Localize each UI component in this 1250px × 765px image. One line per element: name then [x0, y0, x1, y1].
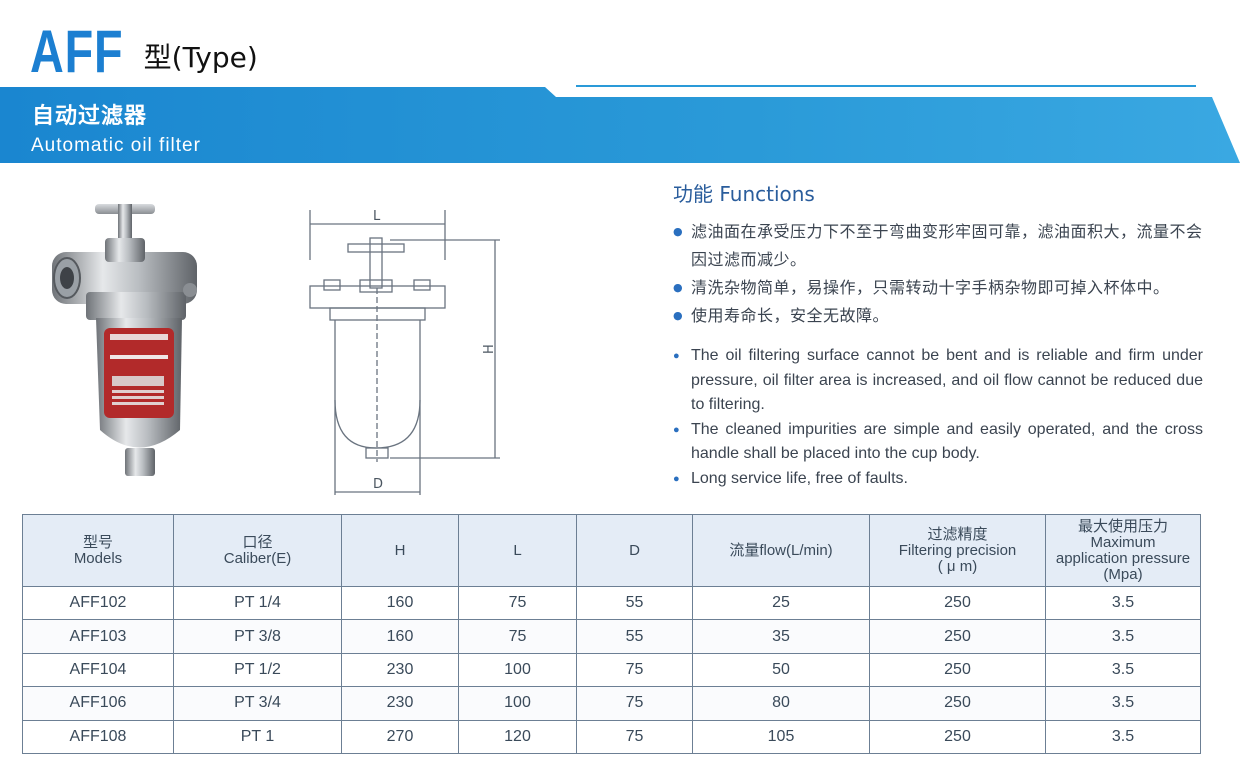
table-row: AFF102 PT 1/4 160 75 55 25 250 3.5: [22, 585, 1201, 621]
cell-d: 55: [576, 619, 693, 654]
cell-flow: 25: [692, 585, 870, 621]
table-row: AFF104 PT 1/2 230 100 75 50 250 3.5: [22, 652, 1201, 688]
header-precision: 过滤精度 Filtering precision ( μ m): [869, 514, 1046, 587]
cell-precision: 250: [869, 652, 1046, 688]
cell-d: 75: [576, 686, 693, 721]
dim-label-H: H: [482, 344, 497, 354]
cell-l: 100: [458, 652, 577, 688]
cell-model: AFF108: [22, 719, 174, 754]
dimension-drawing: L H D: [309, 209, 500, 495]
type-label: 型(Type): [143, 41, 258, 74]
table-row: AFF103 PT 3/8 160 75 55 35 250 3.5: [22, 619, 1201, 654]
cell-d: 75: [576, 719, 693, 754]
header-h: H: [341, 514, 459, 587]
spec-table: 型号 Models 口径 Caliber(E) H L D 流量flow(L/m…: [22, 514, 1201, 754]
product-photo: [52, 204, 197, 476]
cell-caliber: PT 3/8: [173, 619, 342, 654]
header-d: D: [576, 514, 693, 587]
function-item-en-3: Long service life, free of faults.: [673, 467, 1203, 492]
cell-flow: 50: [692, 652, 870, 688]
cell-l: 100: [458, 686, 577, 721]
cell-h: 230: [341, 652, 459, 688]
cell-l: 120: [458, 719, 577, 754]
cell-d: 75: [576, 652, 693, 688]
cell-model: AFF102: [22, 585, 174, 621]
cell-caliber: PT 3/4: [173, 686, 342, 721]
header-pressure: 最大使用压力 Maximum application pressure (Mpa…: [1045, 514, 1201, 587]
function-item-en-2: The cleaned impurities are simple and ea…: [673, 418, 1203, 467]
dim-label-L: L: [373, 209, 381, 224]
cell-model: AFF104: [22, 652, 174, 688]
cell-precision: 250: [869, 585, 1046, 621]
header-flow: 流量flow(L/min): [692, 514, 870, 587]
cell-caliber: PT 1: [173, 719, 342, 754]
cell-flow: 105: [692, 719, 870, 754]
header-rule: [576, 85, 1196, 87]
cell-caliber: PT 1/2: [173, 652, 342, 688]
table-header-row: 型号 Models 口径 Caliber(E) H L D 流量flow(L/m…: [22, 514, 1201, 587]
cell-model: AFF106: [22, 686, 174, 721]
function-item-cn-1: 滤油面在承受压力下不至于弯曲变形牢固可靠，滤油面积大，流量不会因过滤而减少。: [673, 218, 1203, 274]
cell-precision: 250: [869, 686, 1046, 721]
function-item-cn-2: 清洗杂物简单，易操作，只需转动十字手柄杂物即可掉入杯体中。: [673, 274, 1203, 302]
section-banner: [0, 87, 1240, 163]
function-item-en-1: The oil filtering surface cannot be bent…: [673, 344, 1203, 418]
cell-precision: 250: [869, 619, 1046, 654]
cell-l: 75: [458, 585, 577, 621]
cell-flow: 35: [692, 619, 870, 654]
cell-h: 270: [341, 719, 459, 754]
functions-title: 功能 Functions: [673, 182, 815, 206]
cell-pressure: 3.5: [1045, 652, 1201, 688]
dim-label-D: D: [373, 477, 383, 492]
table-row: AFF106 PT 3/4 230 100 75 80 250 3.5: [22, 686, 1201, 721]
cell-pressure: 3.5: [1045, 719, 1201, 754]
cell-h: 230: [341, 686, 459, 721]
table-row: AFF108 PT 1 270 120 75 105 250 3.5: [22, 719, 1201, 754]
header-model: 型号 Models: [22, 514, 174, 587]
cell-caliber: PT 1/4: [173, 585, 342, 621]
header-l: L: [458, 514, 577, 587]
cell-precision: 250: [869, 719, 1046, 754]
cell-d: 55: [576, 585, 693, 621]
functions-list: 滤油面在承受压力下不至于弯曲变形牢固可靠，滤油面积大，流量不会因过滤而减少。 清…: [673, 218, 1203, 491]
cell-l: 75: [458, 619, 577, 654]
cell-pressure: 3.5: [1045, 585, 1201, 621]
header-caliber: 口径 Caliber(E): [173, 514, 342, 587]
function-item-cn-3: 使用寿命长，安全无故障。: [673, 302, 1203, 330]
cell-model: AFF103: [22, 619, 174, 654]
cell-flow: 80: [692, 686, 870, 721]
section-title-cn: 自动过滤器: [32, 104, 148, 129]
cell-h: 160: [341, 585, 459, 621]
brand-title: AFF: [30, 18, 124, 85]
cell-pressure: 3.5: [1045, 686, 1201, 721]
cell-h: 160: [341, 619, 459, 654]
section-title-en: Automatic oil filter: [31, 135, 201, 156]
cell-pressure: 3.5: [1045, 619, 1201, 654]
page-title: AFF 型(Type): [30, 12, 258, 82]
